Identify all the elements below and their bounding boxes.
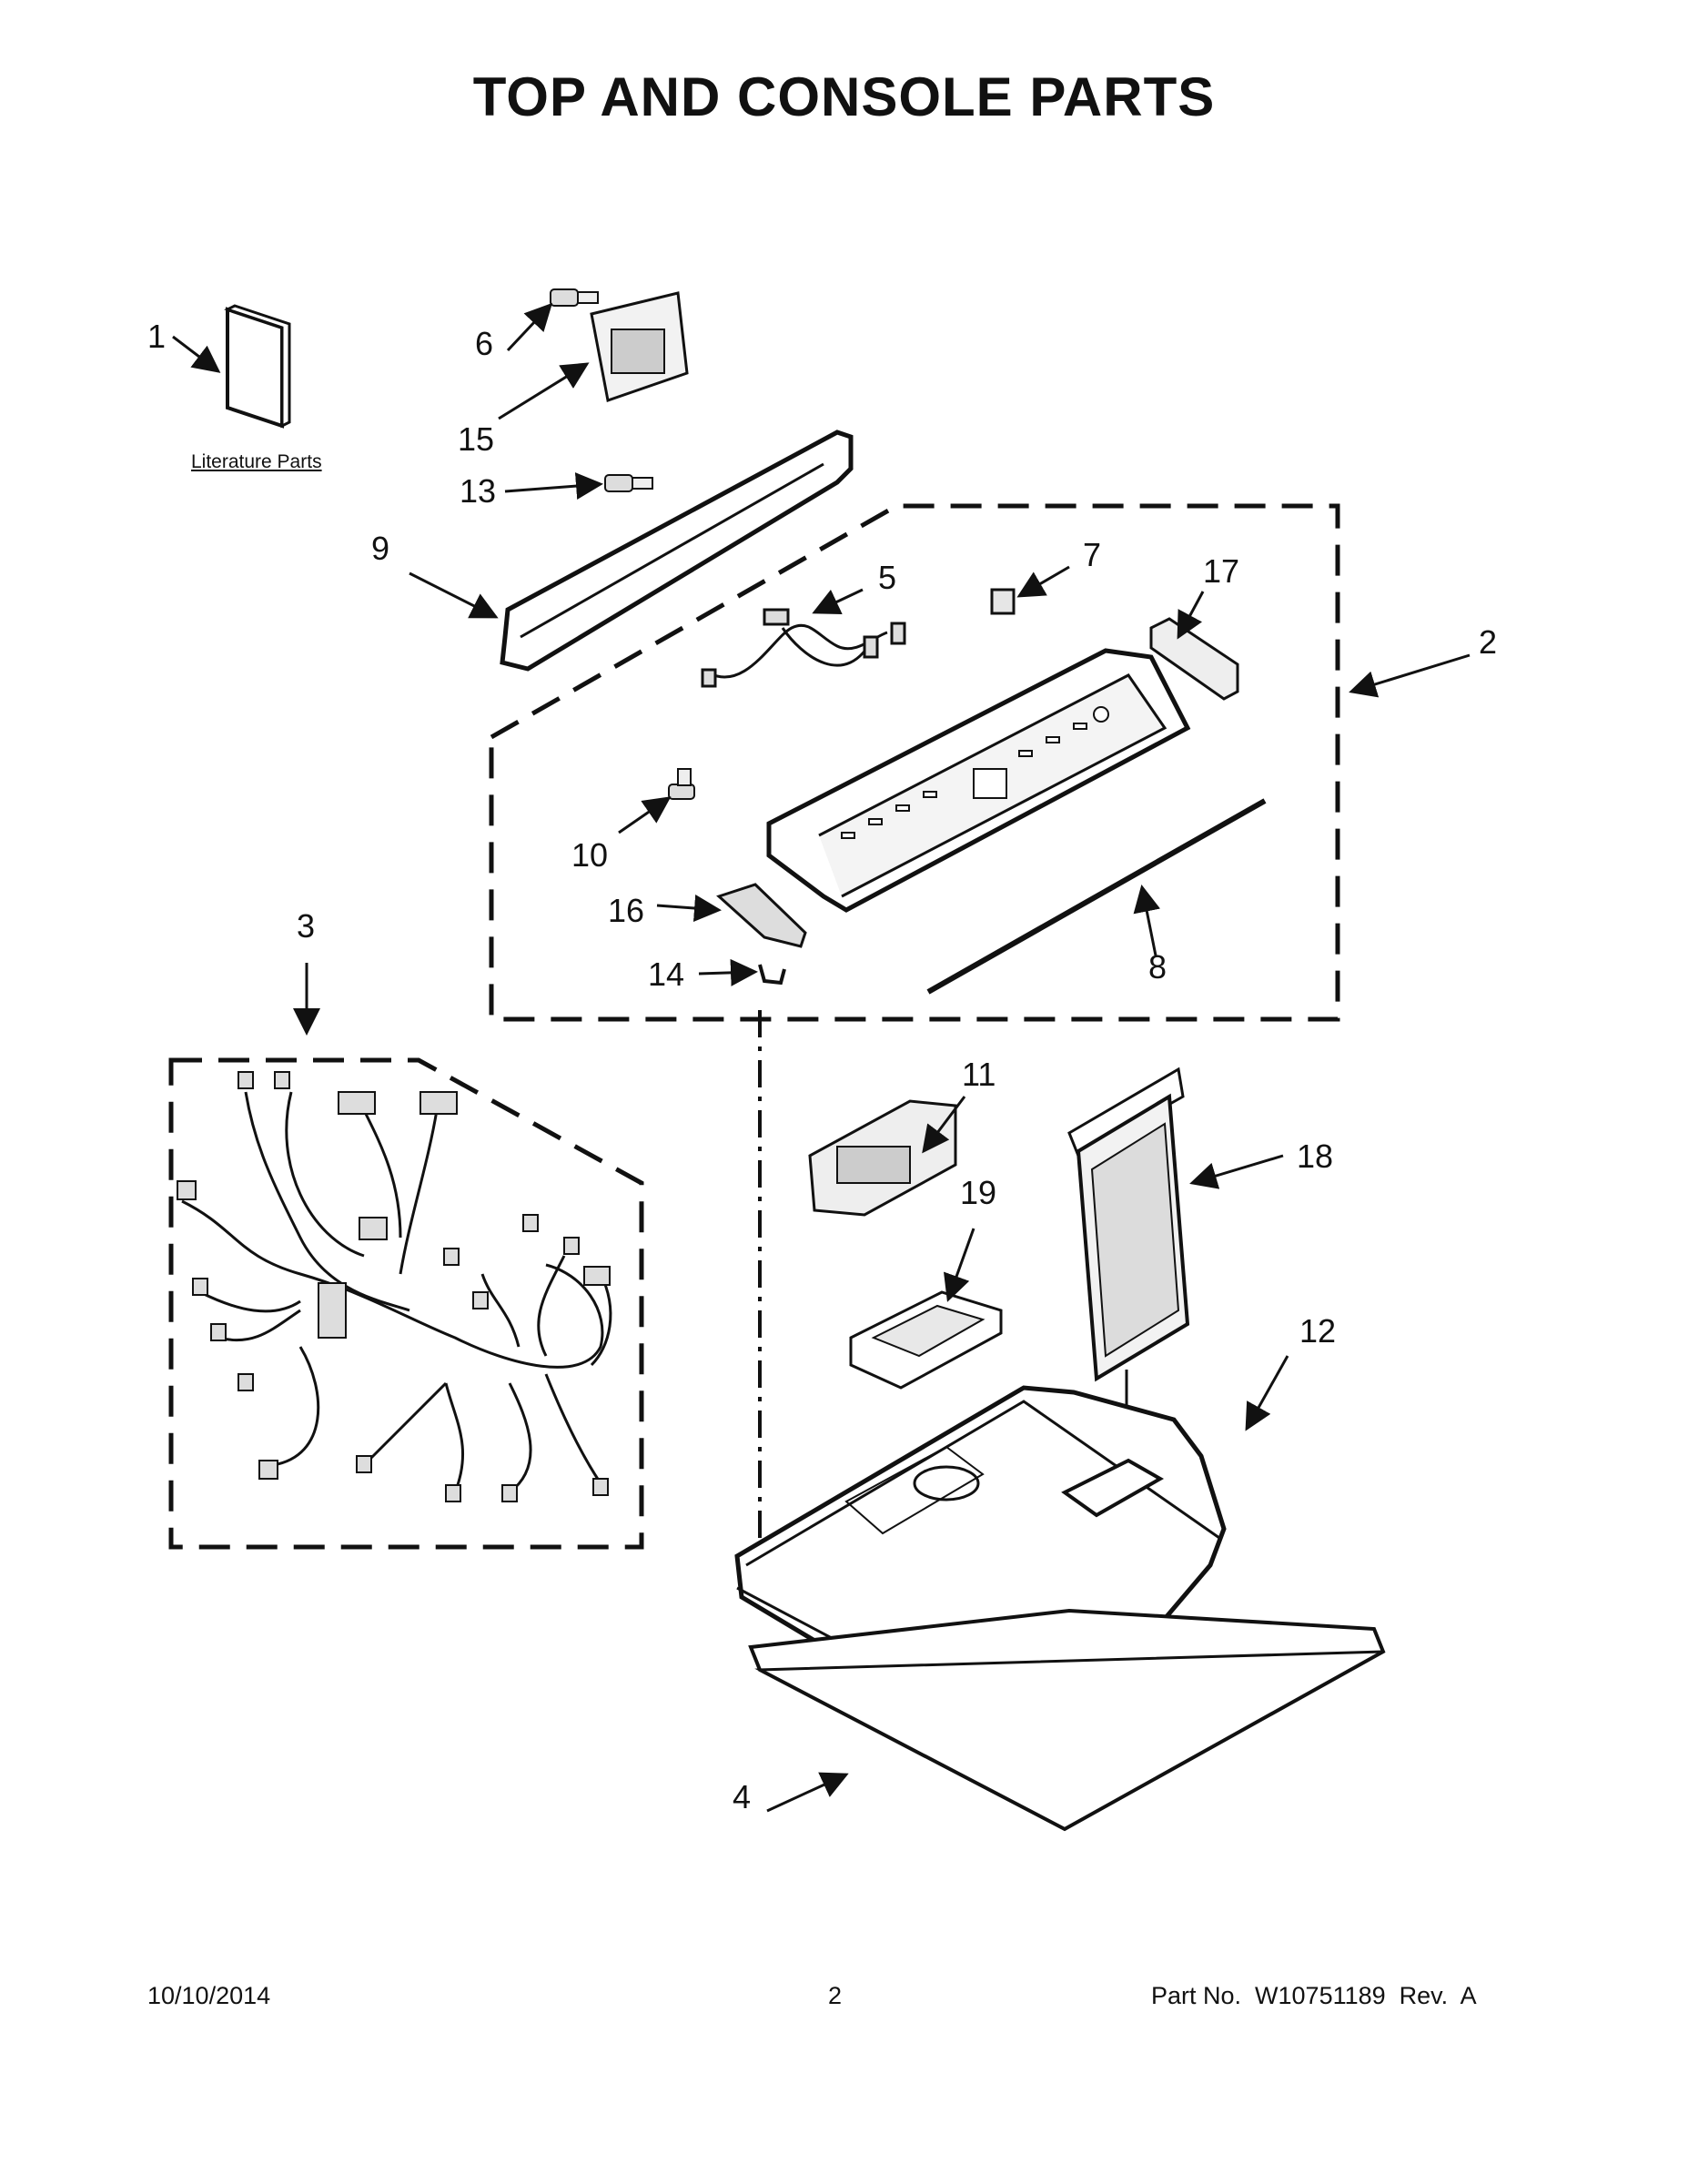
callout-11: 11 <box>962 1056 996 1093</box>
callout-1: 1 <box>147 318 167 355</box>
callout-17: 17 <box>1203 552 1240 590</box>
callout-3: 3 <box>297 907 316 945</box>
wire-harness-boundary <box>168 1057 644 1550</box>
part-19 <box>849 1290 1003 1390</box>
footer-part-number: Part No. W10751189 Rev. A <box>1151 1982 1477 2009</box>
screw-13 <box>604 474 653 492</box>
console-trim <box>500 430 854 672</box>
part-16 <box>716 883 807 948</box>
screw-10 <box>668 768 695 800</box>
callout-15: 15 <box>458 420 495 458</box>
callout-19: 19 <box>960 1174 997 1211</box>
page-title: TOP AND CONSOLE PARTS <box>472 66 1216 127</box>
callout-2: 2 <box>1479 623 1498 661</box>
literature-parts-label: Literature Parts <box>191 451 322 472</box>
callout-10: 10 <box>571 836 609 874</box>
callout-5: 5 <box>878 559 897 596</box>
lint-screen <box>1067 1067 1190 1382</box>
clip-7 <box>990 588 1016 615</box>
callout-18: 18 <box>1297 1138 1334 1175</box>
callout-6: 6 <box>475 325 494 362</box>
console-assembly-boundary <box>489 503 1340 1022</box>
callout-8: 8 <box>1148 948 1167 986</box>
console-panel <box>766 648 1191 913</box>
literature-book <box>224 304 291 429</box>
clip-14 <box>758 964 786 986</box>
footer-page-number: 2 <box>828 1982 843 2009</box>
control-board <box>808 1099 957 1217</box>
callout-16: 16 <box>608 892 645 929</box>
insulation-pad <box>748 1608 1386 1832</box>
harness-connectors <box>177 1071 611 1502</box>
main-wire-harness <box>181 1091 612 1494</box>
callout-13: 13 <box>460 472 497 510</box>
callout-9: 9 <box>371 530 390 567</box>
trim-strip-8 <box>926 798 1267 995</box>
callout-arrows <box>172 302 1471 1813</box>
callout-14: 14 <box>648 956 685 993</box>
console-wire <box>701 608 906 688</box>
part-17 <box>1149 617 1239 701</box>
callout-4: 4 <box>733 1778 752 1815</box>
footer-date: 10/10/2014 <box>147 1982 271 2009</box>
callout-12: 12 <box>1299 1312 1337 1350</box>
console-bracket <box>590 291 689 402</box>
callout-7: 7 <box>1083 536 1102 573</box>
screw-6 <box>550 288 599 307</box>
